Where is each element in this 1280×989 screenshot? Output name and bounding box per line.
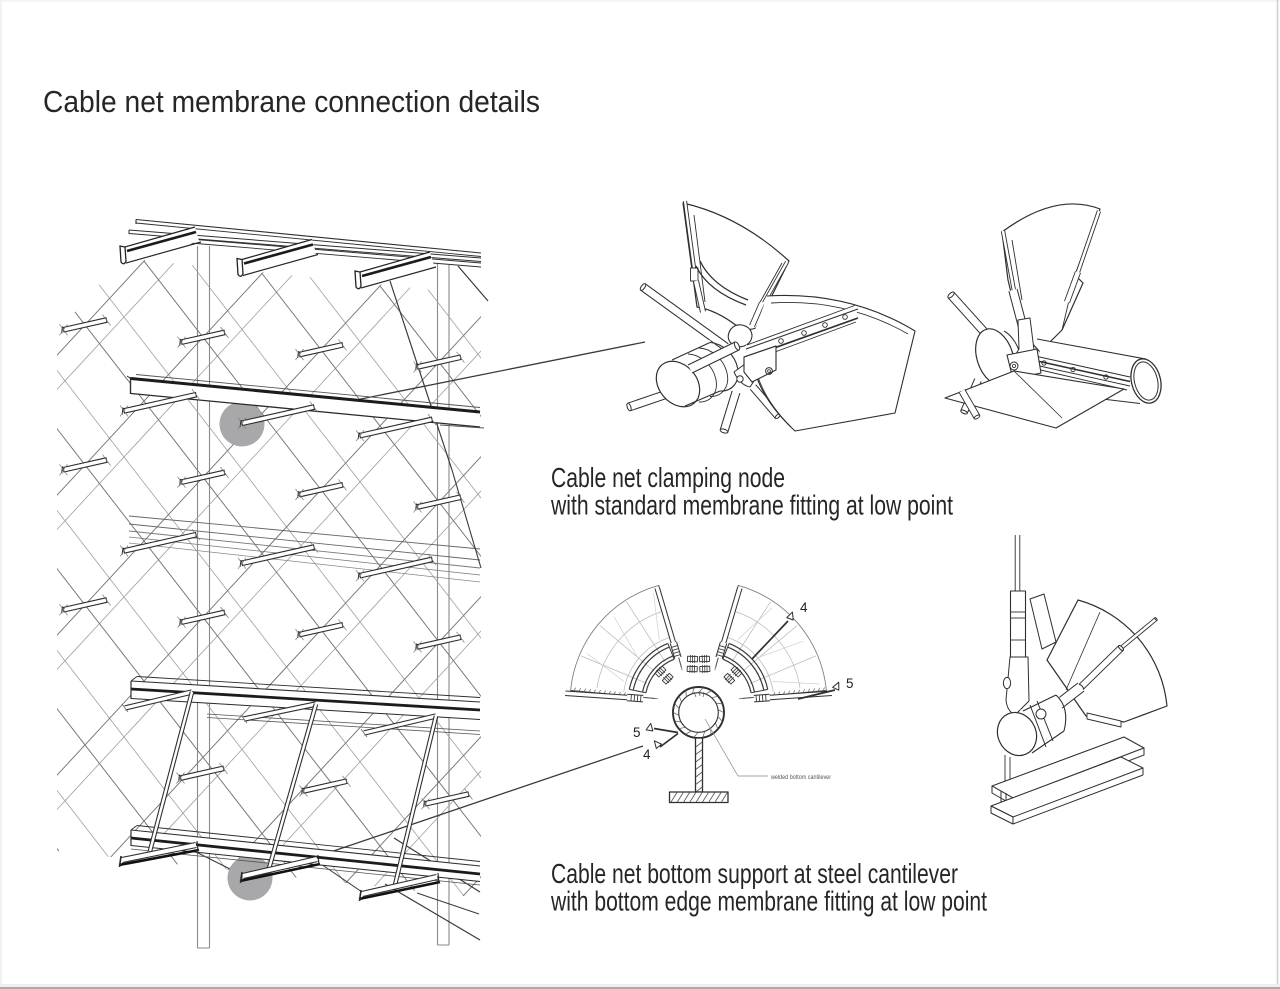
svg-text:5: 5 <box>633 725 641 740</box>
svg-text:Cable net clamping node: Cable net clamping node <box>551 462 785 493</box>
svg-text:with standard membrane fitting: with standard membrane fitting at low po… <box>550 490 953 521</box>
svg-text:Cable net membrane connection: Cable net membrane connection details <box>43 84 540 119</box>
svg-text:4: 4 <box>643 747 651 762</box>
svg-text:with bottom edge membrane fitt: with bottom edge membrane fitting at low… <box>550 886 987 917</box>
svg-text:5: 5 <box>846 676 854 691</box>
svg-text:4: 4 <box>800 600 808 615</box>
svg-text:Cable net bottom support at st: Cable net bottom support at steel cantil… <box>551 858 958 889</box>
svg-text:welded bottom cantilever: welded bottom cantilever <box>770 774 832 781</box>
